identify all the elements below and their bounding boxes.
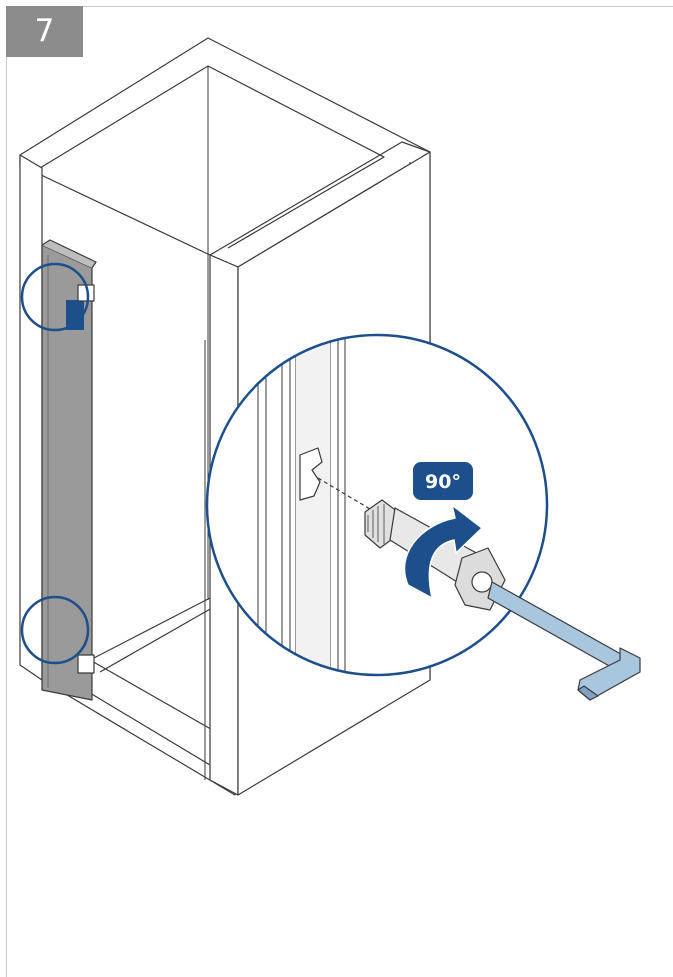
- highlight-circle-top: [20, 262, 90, 332]
- angle-badge: [413, 462, 473, 500]
- angle-label: 90°: [425, 471, 461, 493]
- panel-label-sticker: [66, 300, 84, 330]
- step-number-badge: 7: [6, 6, 83, 57]
- allen-key-icon: [487, 581, 641, 701]
- side-mounting-panel: [41, 239, 97, 701]
- frame-left-rule: [6, 6, 7, 977]
- curved-arrow-icon: [403, 504, 483, 599]
- detail-callout: 90°: [205, 333, 549, 677]
- frame-top-rule: [6, 6, 673, 7]
- highlight-circle-bottom: [20, 595, 90, 665]
